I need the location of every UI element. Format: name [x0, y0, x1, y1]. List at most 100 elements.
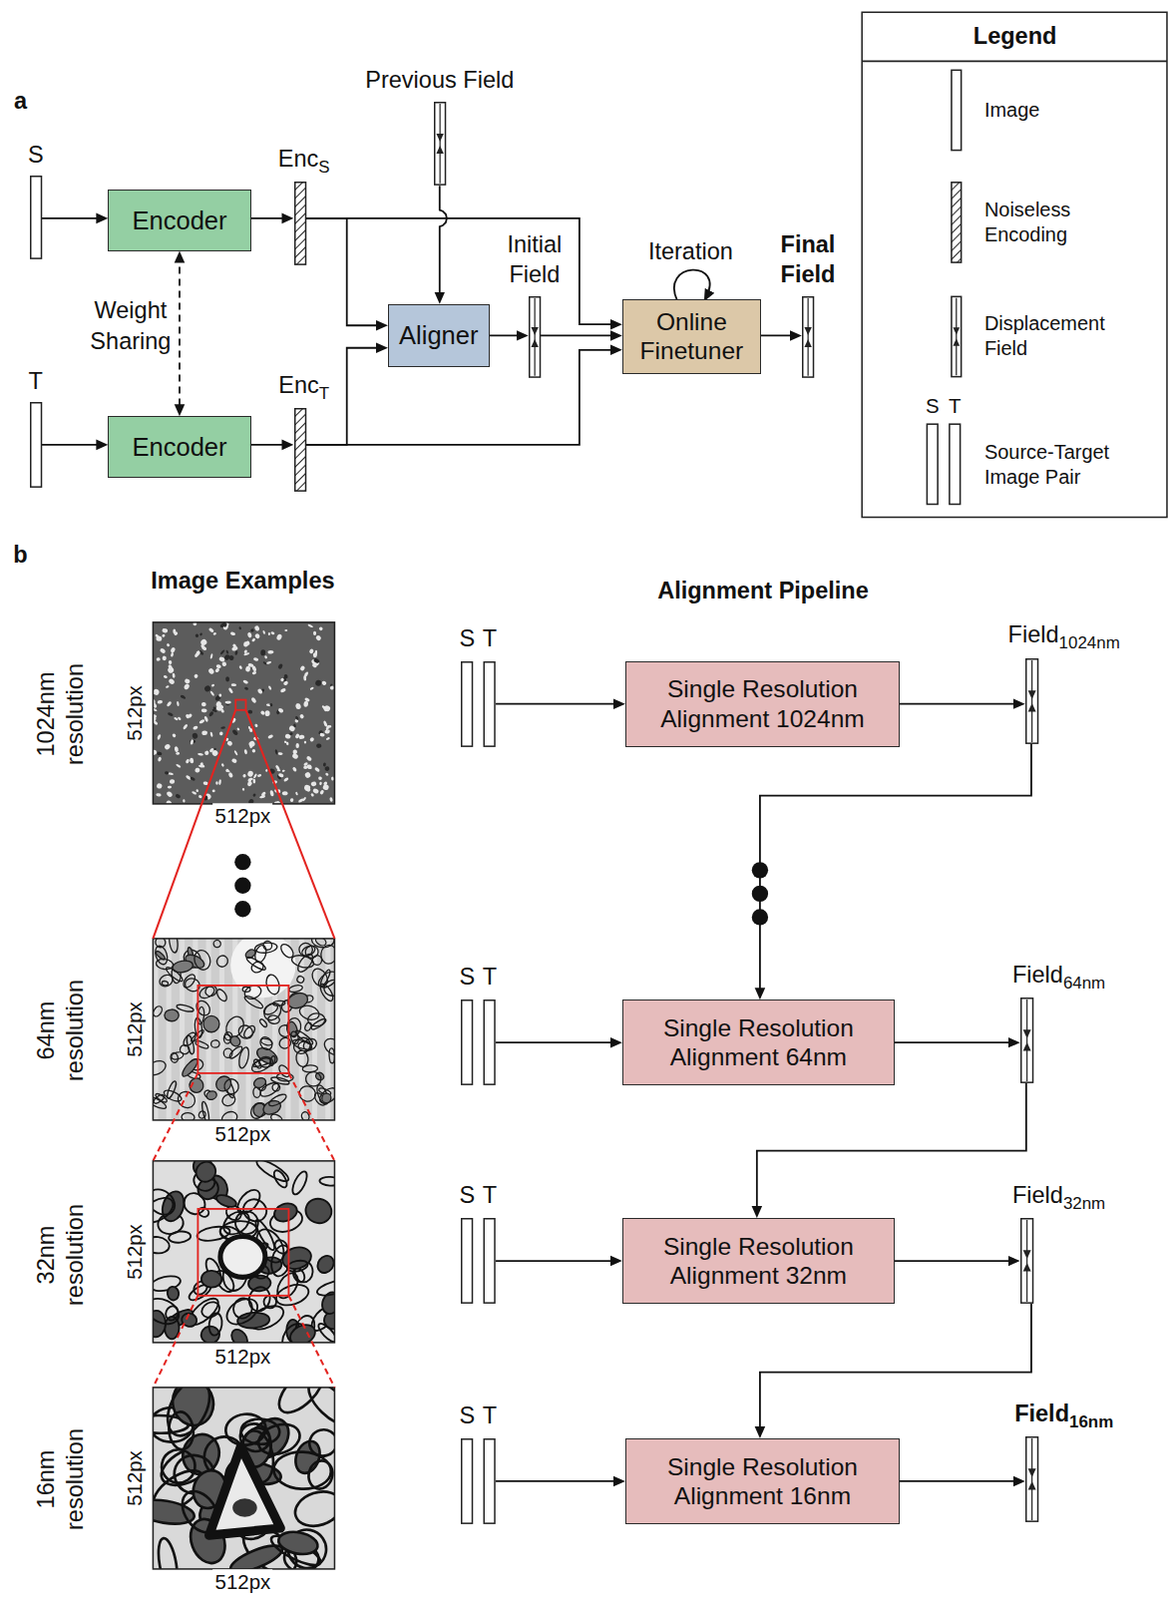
em-particle — [309, 686, 315, 691]
em-membrane — [252, 1076, 268, 1090]
figure-label: Image Examples — [148, 566, 337, 596]
box-label: Single Resolution Alignment 1024nm — [634, 674, 891, 734]
figure-label: Alignment Pipeline — [655, 576, 871, 606]
icon-outline — [949, 423, 961, 504]
em-particle — [162, 674, 168, 679]
em-particle — [318, 626, 324, 632]
em-particle — [225, 649, 229, 655]
em-particle — [175, 763, 182, 769]
box-label: Online Finetuner — [631, 307, 753, 367]
em-particle — [319, 732, 326, 737]
em-membrane — [152, 1004, 164, 1018]
em-particle — [327, 725, 332, 729]
em-particle — [182, 723, 189, 730]
em-background — [152, 1161, 335, 1343]
em-membrane — [260, 999, 285, 1024]
arrow-connector — [899, 1480, 1022, 1483]
em-particle — [311, 662, 318, 669]
em-particle — [245, 666, 252, 673]
em-particle — [171, 673, 175, 679]
em-particle — [257, 688, 265, 696]
em-particle — [282, 680, 289, 687]
em-membrane — [261, 1098, 284, 1118]
em-membrane — [205, 1090, 218, 1102]
em-membrane — [214, 1192, 238, 1210]
field-arrowhead — [435, 145, 443, 154]
em-image — [152, 622, 335, 804]
icon-outline — [29, 176, 41, 259]
icon-outline — [529, 296, 541, 377]
field-arrowhead — [1027, 1468, 1036, 1478]
em-particle — [221, 661, 228, 668]
arrow-connector — [306, 218, 385, 326]
em-membrane — [168, 1229, 192, 1244]
em-particle — [247, 631, 254, 638]
em-cell — [209, 1446, 282, 1536]
em-membrane — [181, 1030, 199, 1049]
em-membrane — [298, 1084, 318, 1103]
em-particle — [179, 694, 185, 700]
node-label: S — [459, 963, 476, 990]
em-membrane — [152, 1183, 180, 1220]
em-particle — [218, 656, 226, 664]
axis-label: 512px — [121, 1448, 148, 1509]
em-membrane — [194, 1039, 210, 1050]
em-particle — [266, 660, 273, 665]
em-particle — [227, 687, 234, 695]
em-particle — [304, 741, 308, 745]
em-membrane — [152, 1058, 168, 1079]
em-membrane — [318, 981, 336, 1003]
em-particle — [211, 683, 216, 687]
em-particle — [236, 727, 241, 732]
field-arrowhead — [1022, 1262, 1031, 1272]
aligner-box: Aligner — [388, 304, 490, 368]
legend-divider — [861, 60, 1168, 63]
em-membrane — [271, 1168, 290, 1189]
em-particle — [173, 631, 179, 637]
em-membrane — [197, 1110, 207, 1121]
node-caption: Initial Field — [488, 231, 581, 291]
em-membrane — [176, 1003, 195, 1013]
arrow-connector — [439, 185, 447, 301]
em-membrane — [254, 1161, 292, 1185]
icon-outline — [29, 402, 41, 487]
em-particle — [218, 778, 222, 785]
em-particle — [278, 773, 285, 779]
icon-outline — [483, 661, 495, 746]
figure-label: T — [946, 392, 963, 419]
em-particle — [277, 707, 285, 714]
em-particle — [238, 665, 243, 670]
em-membrane — [316, 1320, 336, 1342]
em-particle — [231, 683, 238, 687]
em-particle — [167, 712, 174, 718]
em-particle — [251, 665, 257, 673]
em-frame — [152, 1387, 335, 1569]
em-membrane — [214, 953, 230, 969]
em-membrane — [271, 1199, 300, 1224]
em-particle — [314, 650, 318, 657]
icon-outline — [1026, 1437, 1039, 1522]
em-particle — [161, 633, 166, 638]
em-particle — [166, 666, 175, 675]
em-membrane — [254, 941, 278, 954]
node-label: T — [482, 1401, 497, 1428]
em-particle — [194, 767, 201, 774]
em-membrane — [269, 1113, 284, 1121]
em-particle — [250, 628, 256, 634]
icon-outline — [294, 182, 306, 265]
em-membrane — [220, 1109, 240, 1121]
em-particle — [306, 764, 313, 771]
node-label: Previous Field — [365, 66, 514, 93]
em-particle — [195, 788, 199, 793]
em-membrane — [290, 1034, 314, 1058]
node-caption: S — [459, 1400, 476, 1430]
box-label: Aligner — [398, 320, 479, 352]
em-cell — [220, 1236, 266, 1278]
em-particle — [173, 717, 179, 722]
em-membrane — [155, 1537, 181, 1569]
em-particle — [319, 780, 323, 785]
em-particle — [225, 768, 230, 773]
node-shape — [460, 999, 496, 1086]
em-particle — [201, 730, 208, 736]
icon-outline — [483, 1439, 495, 1524]
